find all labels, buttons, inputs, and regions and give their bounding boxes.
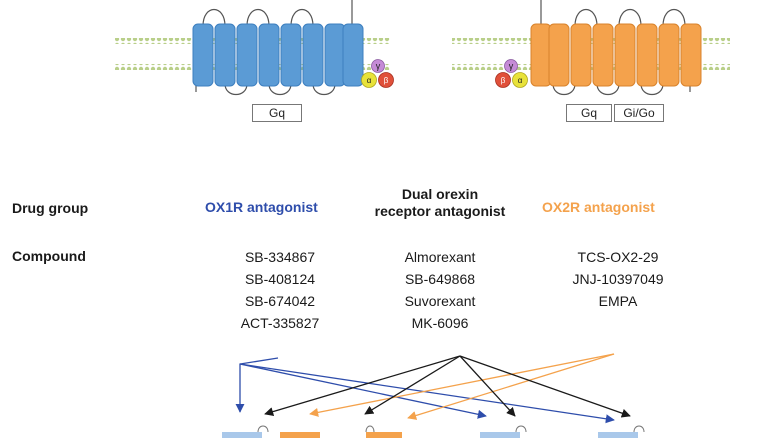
dual-antagonist-line1: Dual orexin (401, 186, 479, 202)
target-receptor-stubs (222, 425, 645, 438)
ox2r-gprotein: γ β α (495, 59, 528, 88)
gamma-subunit (504, 59, 518, 73)
target-stub-3 (365, 425, 402, 438)
drug-group-row-label: Drug group (12, 200, 89, 216)
compound-item: JNJ-10397049 (572, 271, 664, 287)
compound-item: Suvorexant (404, 293, 476, 309)
alpha-subunit (361, 72, 377, 88)
arrow-dual-to-target-1 (264, 355, 461, 417)
arrow-ox2r-to-target-2 (309, 353, 615, 417)
beta-subunit (378, 72, 394, 88)
ox1r-gq-box: Gq (252, 104, 302, 122)
beta-symbol: β (384, 76, 389, 85)
ox1r-antagonist-header: OX1R antagonist (205, 199, 318, 215)
arrow-ox1r-to-target-1 (235, 357, 279, 413)
compound-item: ACT-335827 (240, 315, 320, 331)
compound-row-label: Compound (12, 248, 86, 264)
dual-antagonist-header: Dual orexin receptor antagonist (350, 186, 530, 220)
alpha-symbol: α (367, 76, 372, 85)
compound-item: SB-334867 (244, 249, 316, 265)
arrow-dual-to-target-4 (459, 355, 516, 417)
arrow-dual-to-target-3 (364, 355, 461, 415)
arrows (235, 353, 631, 424)
beta-subunit (495, 72, 511, 88)
beta-symbol: β (501, 76, 506, 85)
target-stub-4 (480, 425, 527, 438)
arrow-ox1r-to-target-5 (239, 363, 615, 424)
target-stub-5 (598, 425, 645, 438)
ox2r-antagonist-header: OX2R antagonist (542, 199, 655, 215)
compound-item: SB-408124 (244, 271, 316, 287)
compound-item: SB-649868 (404, 271, 476, 287)
arrow-ox2r-to-target-3 (407, 353, 615, 420)
compound-item: Almorexant (404, 249, 476, 265)
gamma-subunit (371, 59, 385, 73)
ox2r-gigo-box: Gi/Go (614, 104, 664, 122)
compound-item: EMPA (598, 293, 638, 309)
arrow-dual-to-target-5 (459, 355, 631, 418)
compound-item: SB-674042 (244, 293, 316, 309)
compound-item: MK-6096 (411, 315, 469, 331)
ox2r-gq-box: Gq (566, 104, 612, 122)
gamma-symbol: γ (376, 61, 381, 71)
target-stub-2 (280, 432, 320, 438)
ox2r-compound-list: TCS-OX2-29 JNJ-10397049 EMPA (548, 246, 688, 312)
arrow-ox1r-to-target-4 (239, 363, 487, 419)
ox1r-receptor (192, 0, 364, 96)
alpha-subunit (512, 72, 528, 88)
dual-antagonist-line2: receptor antagonist (374, 203, 506, 219)
gamma-symbol: γ (509, 61, 514, 71)
ox1r-compound-list: SB-334867 SB-408124 SB-674042 ACT-335827 (210, 246, 350, 334)
ox1r-gprotein: γ α β (361, 59, 394, 88)
target-stub-1 (222, 425, 269, 438)
compound-item: TCS-OX2-29 (577, 249, 659, 265)
alpha-symbol: α (518, 76, 523, 85)
dual-compound-list: Almorexant SB-649868 Suvorexant MK-6096 (380, 246, 500, 334)
ox2r-receptor (530, 0, 702, 96)
